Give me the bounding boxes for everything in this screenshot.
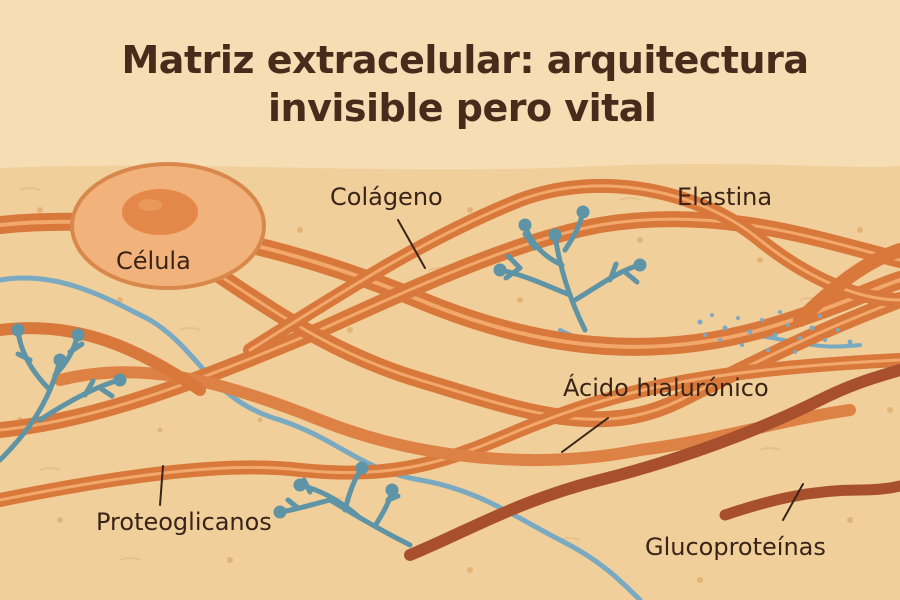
- label-elastina: Elastina: [677, 183, 773, 211]
- title-line-2: invisible pero vital: [268, 86, 657, 130]
- title-line-1: Matriz extracelular: arquitectura: [121, 38, 809, 82]
- elastin-fibers: [404, 364, 900, 561]
- leader-lines: [159, 219, 804, 521]
- label-acido-hialuronico: Ácido hialurónico: [563, 374, 769, 402]
- cell-nucleus: [122, 189, 198, 235]
- leader-acido: [561, 417, 609, 453]
- label-celula: Célula: [116, 247, 191, 275]
- proteoglycans: [0, 205, 647, 548]
- leader-proteoglicanos: [159, 465, 164, 506]
- cell: [70, 162, 266, 290]
- leader-glucoproteinas: [782, 483, 804, 521]
- label-proteoglicanos: Proteoglicanos: [96, 508, 272, 536]
- hyaluronic-particles: [697, 310, 853, 354]
- label-glucoproteinas: Glucoproteínas: [645, 533, 826, 561]
- leader-colageno: [397, 219, 426, 269]
- label-colageno: Colágeno: [330, 183, 443, 211]
